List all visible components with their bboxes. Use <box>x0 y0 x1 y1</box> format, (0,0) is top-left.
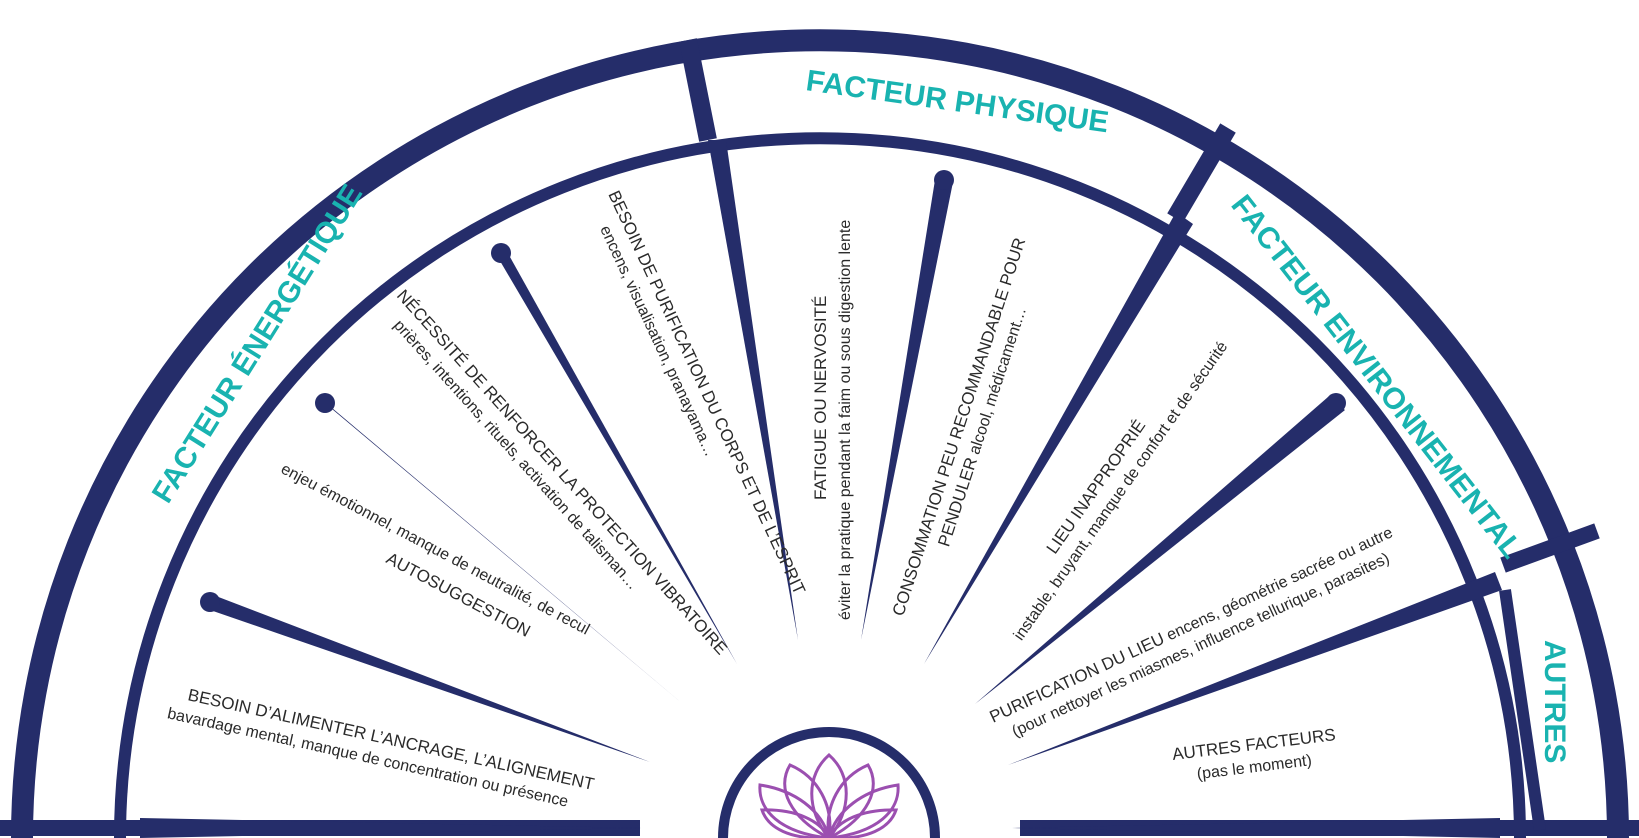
center-arc <box>718 727 940 838</box>
item-lieu-detail: instable, bruyant, manque de confort et … <box>1011 339 1232 644</box>
spoke-2-tip <box>315 393 335 413</box>
category-energetique: FACTEUR ÉNERGÉTIQUE <box>145 178 369 508</box>
spoke-3-tip <box>491 243 511 263</box>
spoke-8 <box>1008 572 1502 765</box>
item-ancrage: BESOIN D’ALIMENTER L’ANCRAGE, L’ALIGNEME… <box>166 685 596 810</box>
item-fatigue: FATIGUE OU NERVOSITÉ éviter la pratique … <box>811 220 854 620</box>
spokes <box>140 140 1502 838</box>
spoke-2 <box>319 397 684 705</box>
spoke-7-tip <box>1326 393 1346 413</box>
item-fatigue-title: FATIGUE OU NERVOSITÉ <box>811 296 830 500</box>
spoke-1 <box>208 593 650 762</box>
divider-autres-left <box>1499 589 1546 831</box>
inner-arc <box>114 132 1526 838</box>
spoke-1-tip <box>200 592 220 612</box>
spoke-5 <box>861 180 953 640</box>
item-consommation: CONSOMMATION PEU RECOMMANDABLE POUR PEND… <box>889 235 1030 618</box>
spoke-3 <box>493 249 737 664</box>
item-consommation-title: CONSOMMATION PEU RECOMMANDABLE POUR <box>889 235 1030 618</box>
item-fatigue-detail: éviter la pratique pendant la faim ou so… <box>837 220 854 620</box>
category-autres: AUTRES <box>1538 640 1571 763</box>
lotus-icon <box>758 753 900 838</box>
spoke-6 <box>924 212 1193 664</box>
spoke-bottom-left <box>140 818 642 838</box>
spoke-4 <box>708 140 798 640</box>
item-autres: AUTRES FACTEURS (pas le moment) <box>1171 725 1336 783</box>
spoke-7 <box>975 397 1345 704</box>
spoke-bottom-right <box>1012 818 1500 838</box>
spoke-5-tip <box>934 170 954 190</box>
divider-environnemental-autres <box>1500 523 1600 573</box>
divider-energetique-physique <box>679 38 717 142</box>
item-purification-corps-title: BESOIN DE PURIFICATION DU CORPS ET DE L’… <box>604 188 809 598</box>
item-autres-title: AUTRES FACTEURS <box>1171 725 1336 764</box>
item-purification-corps-detail: encens, visualisation, pranayama… <box>596 223 718 459</box>
outer-arc <box>11 29 1629 838</box>
divider-physique-environnemental <box>1167 123 1236 223</box>
